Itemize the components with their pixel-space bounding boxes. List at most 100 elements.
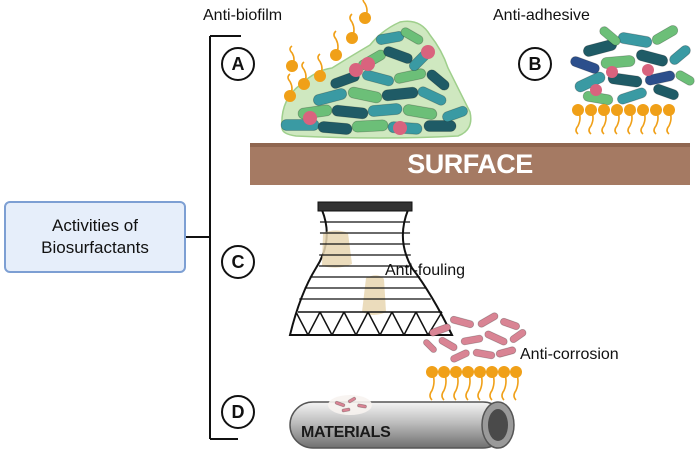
bacterium [423,339,437,353]
bacterium [438,336,458,352]
bacterium [429,323,451,337]
label-anti-biofilm: Anti-biofilm [203,7,283,24]
label-anti-adhesive: Anti-adhesive [493,7,590,24]
surfactant-monolayer-d [426,366,522,401]
surfactant-molecule [624,104,636,135]
bacterium [351,119,389,133]
central-title-line2: Biosurfactants [41,238,149,257]
bacterium [570,56,600,74]
bacterium [361,69,395,87]
bacterium [312,88,348,106]
bacterium [499,317,521,331]
bacterium [426,69,450,91]
surface-label: SURFACE [407,148,533,179]
marker-b: B [518,47,552,81]
tower-leg [403,311,417,336]
surfactant-molecule [637,104,649,135]
surfactant-molecule [462,366,474,401]
marker-c: C [221,245,255,279]
bracket-connector [186,35,241,440]
bacterium [402,104,438,120]
surfactant-molecule [498,366,510,401]
bacterium [509,328,527,344]
surfactant-molecule [486,366,498,401]
materials-pipe [289,395,515,449]
bacterium [607,72,643,88]
surfactant-molecule [314,53,326,82]
tower-leg [379,311,393,336]
tower-leg [415,311,429,336]
surfactant-molecule [663,104,675,135]
bacterium [460,334,484,346]
bacterium [423,120,457,132]
bacterium [383,46,413,64]
spore [349,63,363,77]
marker-d: D [221,395,255,429]
surfactant-molecule [298,61,310,90]
tower-leg [331,311,345,336]
surfactant-molecule [572,104,584,135]
surfactant-molecules-free [284,0,371,102]
surfactant-molecule [650,104,662,135]
tower-leg [367,311,381,336]
bacterium [317,121,353,135]
spore [393,121,407,135]
tower-leg [319,311,333,336]
bacterium [417,86,447,106]
bacterium [442,105,468,123]
label-anti-fouling: Anti-fouling [385,262,466,279]
tower-leg [355,311,369,336]
bacterium [495,346,517,358]
tower-leg [343,311,357,336]
materials-label: MATERIALS [301,424,391,441]
central-title-line1: Activities of [52,216,138,235]
spore [421,45,435,59]
surfactant-molecule [346,13,358,44]
corrosion-bacteria [423,312,527,363]
surfactant-molecule [450,366,462,401]
bacterium [635,49,669,67]
spore [606,66,618,78]
bacterium [675,70,695,86]
marker-a: A [221,47,255,81]
bacterium [400,27,424,45]
surfactant-molecule [598,104,610,135]
bacterium [617,32,653,48]
bacterium [347,86,383,104]
surfactant-molecule [510,366,522,401]
spore [590,84,602,96]
bacterium [381,86,419,102]
spore [361,57,375,71]
cooling-tower [288,201,454,336]
surfactant-molecule [284,73,296,102]
surface-bar [250,143,690,185]
bacterium [617,87,647,105]
bacterium [669,45,691,65]
bacterium [644,70,676,86]
bacterium [653,83,679,101]
surfactant-molecule [474,366,486,401]
central-concept-box: Activities of Biosurfactants [4,201,186,273]
bacterium [651,25,679,45]
tower-leg [391,311,405,336]
surfactant-molecule [611,104,623,135]
label-anti-corrosion: Anti-corrosion [520,346,619,363]
bacterium [450,349,470,363]
spore [642,64,654,76]
spore [303,111,317,125]
tower-leg [307,311,321,336]
bacterium [367,103,403,117]
bacterium [477,312,499,328]
bacterium [600,55,636,69]
surfactant-molecule [585,104,597,135]
bacterium [347,396,357,404]
surfactant-molecule [438,366,450,401]
surfactant-molecule [330,30,342,61]
bacterium [341,407,351,413]
bacterium [393,68,427,84]
biofilm-cluster [280,20,472,139]
bacterium [331,104,369,120]
tower-leg [295,311,309,336]
